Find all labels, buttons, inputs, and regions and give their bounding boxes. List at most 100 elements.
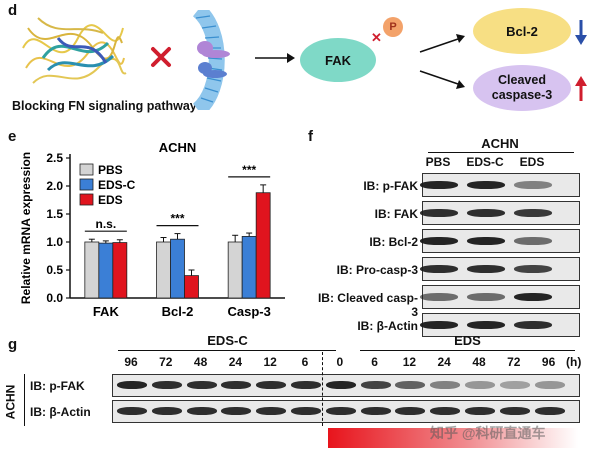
- x-tick-label: Casp-3: [227, 304, 270, 319]
- cell-line-bracket: [24, 374, 25, 426]
- y-tick-label: 2.0: [46, 179, 63, 193]
- blot-g-row-label: IB: p-FAK: [30, 379, 85, 393]
- blot-band: [534, 381, 565, 389]
- bar: [156, 241, 171, 299]
- blot-band: [514, 181, 552, 189]
- blot-lane-label: EDS-C: [466, 155, 504, 169]
- blot-strip: [420, 201, 580, 225]
- fak-label: FAK: [325, 52, 351, 68]
- blot-lane-label: EDS: [519, 155, 545, 169]
- blot-band: [360, 407, 391, 415]
- blot-g-row-label: IB: β-Actin: [30, 405, 91, 419]
- blot-band: [420, 209, 458, 217]
- blot-row-label: IB: Cleaved casp-3: [317, 291, 418, 319]
- blot-row-label: IB: Bcl-2: [369, 235, 418, 249]
- blot-strip: [420, 285, 580, 309]
- blot-band: [325, 381, 356, 389]
- blot-band: [420, 321, 458, 329]
- bar: [184, 275, 199, 299]
- group-separator-dashed-line: [322, 352, 324, 426]
- blot-band: [291, 407, 321, 415]
- blot-band: [325, 407, 356, 415]
- blot-band: [395, 381, 426, 389]
- time-point-label: 12: [402, 355, 417, 369]
- blot-band: [420, 293, 458, 301]
- legend-label: EDS-C: [98, 178, 136, 192]
- down-arrow-icon: [575, 20, 587, 45]
- blot-band: [514, 209, 552, 217]
- blot-strip: [420, 257, 580, 281]
- blot-strip: [420, 229, 580, 253]
- blot-band: [420, 237, 458, 245]
- arrow-to-bcl2: [419, 34, 465, 53]
- bar: [241, 236, 257, 299]
- panel-g-label: g: [8, 336, 18, 353]
- cleaved-caspase-node: Cleaved caspase-3: [473, 65, 571, 111]
- blot-band: [430, 407, 461, 415]
- blot-band: [117, 381, 147, 389]
- blot-band: [420, 265, 458, 273]
- phospho-badge: P: [383, 17, 403, 37]
- up-arrow-icon: [575, 76, 587, 101]
- blot-band: [430, 381, 461, 389]
- blot-f-title-line: [428, 152, 574, 153]
- blot-strip: [420, 313, 580, 337]
- blot-band: [499, 381, 530, 389]
- blot-band: [467, 293, 505, 301]
- inhibit-small-cross-icon: ✕: [371, 30, 382, 45]
- group-eds-label: EDS: [454, 333, 481, 348]
- blot-g-strip: [112, 400, 580, 423]
- time-point-label: 48: [193, 355, 208, 369]
- blot-band: [499, 407, 530, 415]
- panel-d-label: d: [8, 2, 18, 19]
- blot-lane-label: PBS: [425, 155, 451, 169]
- blot-band: [151, 407, 182, 415]
- blot-band: [467, 321, 505, 329]
- time-point-label: 24: [437, 355, 451, 369]
- group-eds-line: [360, 350, 575, 351]
- legend-swatch: [79, 193, 94, 206]
- bar: [170, 238, 185, 299]
- blot-band: [291, 381, 321, 389]
- blot-row-label: IB: FAK: [374, 207, 418, 221]
- blot-band: [186, 381, 217, 389]
- fak-node: FAK: [300, 38, 376, 82]
- blot-row-label: IB: Pro-casp-3: [336, 263, 418, 277]
- blot-strip: [420, 173, 580, 197]
- legend-swatch: [79, 163, 94, 176]
- blot-band: [467, 209, 505, 217]
- arrow-to-fak: [255, 53, 295, 63]
- arrow-to-cleaved: [419, 70, 465, 89]
- blot-row-label: IB: β-Actin: [357, 319, 418, 333]
- phospho-label: P: [389, 21, 397, 33]
- blot-band: [514, 237, 552, 245]
- inhibit-cross-icon: [151, 47, 171, 67]
- bar: [98, 242, 114, 299]
- blot-band: [395, 407, 426, 415]
- blot-band: [534, 407, 565, 415]
- time-unit-label: (h): [566, 355, 582, 369]
- blot-band: [514, 321, 552, 329]
- x-tick-label: FAK: [93, 304, 120, 319]
- bcl2-node: Bcl-2: [473, 8, 571, 54]
- bar: [112, 242, 128, 299]
- blot-band: [467, 237, 505, 245]
- bar: [255, 192, 271, 299]
- time-point-label: 24: [228, 355, 243, 369]
- time-point-label: 96: [541, 355, 556, 369]
- blot-band: [151, 381, 182, 389]
- bcl2-label: Bcl-2: [506, 23, 538, 39]
- blot-band: [465, 381, 495, 389]
- significance-label: ***: [242, 163, 256, 177]
- blot-band: [360, 381, 391, 389]
- time-point-label: 6: [301, 355, 309, 369]
- time-point-label: 12: [263, 355, 277, 369]
- dose-gradient-wedge: [328, 428, 578, 448]
- chart-title: ACHN: [159, 140, 197, 155]
- blot-band: [465, 407, 495, 415]
- blot-band: [514, 293, 552, 301]
- blot-row-label: IB: p-FAK: [363, 179, 418, 193]
- time-point-label: 0: [336, 355, 344, 369]
- blot-band: [186, 407, 217, 415]
